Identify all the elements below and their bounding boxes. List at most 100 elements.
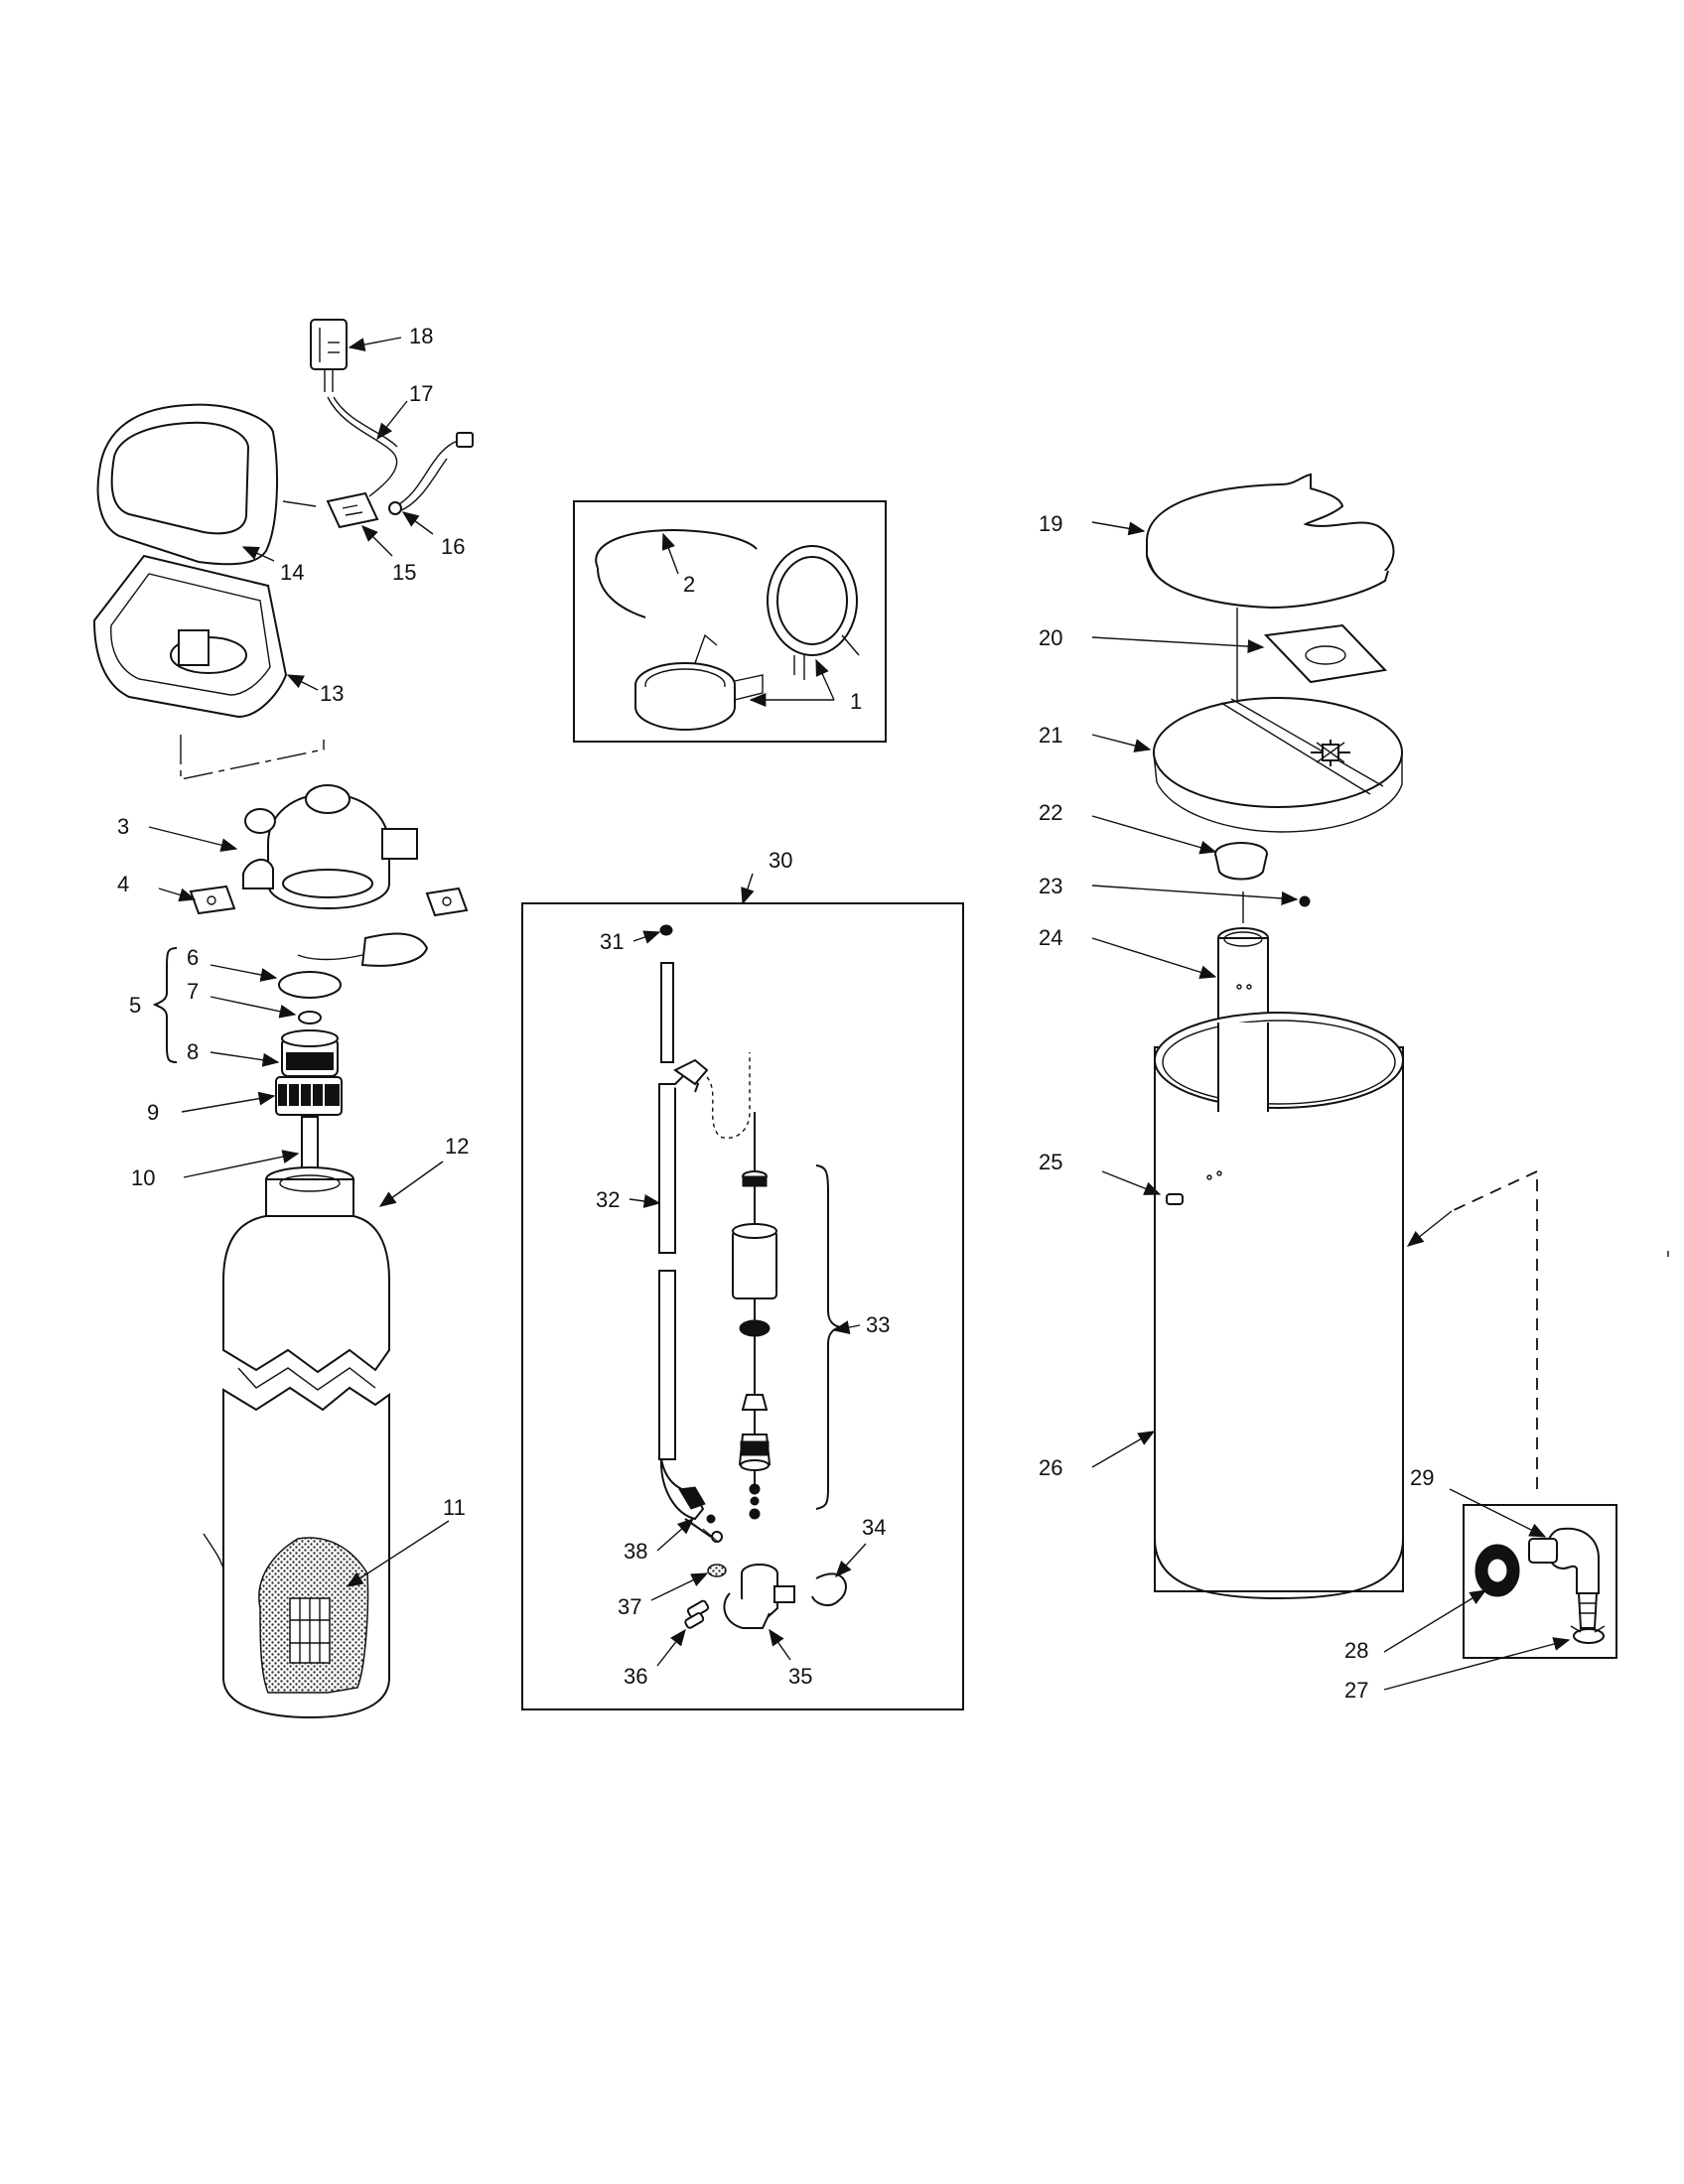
callout-6: 6 — [187, 945, 199, 970]
inset-box-seals — [573, 500, 887, 743]
flow-plug-part — [684, 1599, 710, 1629]
leader-19 — [1091, 521, 1146, 536]
callout-22: 22 — [1039, 800, 1062, 825]
tube-nut-part — [684, 1514, 723, 1543]
callout-33: 33 — [866, 1312, 890, 1337]
overflow-path-dashed — [1451, 1169, 1538, 1489]
salt-plate-part — [1153, 697, 1403, 833]
screen-part — [707, 1564, 727, 1577]
callout-11: 11 — [443, 1495, 466, 1520]
salt-storage-tank-part — [1154, 1012, 1404, 1600]
leader-23 — [1091, 885, 1299, 905]
callout-25: 25 — [1039, 1150, 1062, 1174]
clip-part-left — [189, 885, 236, 915]
leader-29 — [1449, 1488, 1547, 1538]
callout-38: 38 — [624, 1539, 647, 1564]
leader-22 — [1091, 815, 1217, 855]
valve-body-part — [242, 784, 418, 910]
cap-part — [659, 924, 673, 936]
o-ring-large-part — [278, 971, 342, 999]
leader-16 — [401, 511, 434, 535]
leader-24 — [1091, 937, 1217, 980]
circuit-board-part — [326, 491, 379, 529]
leader-30 — [741, 873, 755, 905]
overflow-elbow-part — [1528, 1527, 1600, 1629]
leader-38 — [656, 1518, 695, 1552]
leader-1b — [815, 658, 835, 701]
callout-12: 12 — [445, 1134, 469, 1159]
callout-7: 7 — [187, 979, 199, 1004]
leader-36 — [656, 1628, 686, 1667]
callout-9: 9 — [147, 1100, 159, 1125]
transformer-part — [310, 319, 348, 392]
leader-21 — [1091, 734, 1152, 752]
leader-31 — [632, 930, 661, 944]
callout-2: 2 — [683, 572, 695, 597]
callout-35: 35 — [788, 1664, 812, 1689]
brine-well-tube-part — [658, 962, 709, 1521]
leader-6 — [210, 964, 278, 982]
bracket-33 — [815, 1164, 841, 1510]
leader-12 — [378, 1160, 444, 1207]
salt-lid-part — [1146, 473, 1395, 610]
leader-13 — [286, 674, 319, 691]
leader-33 — [832, 1320, 861, 1334]
small-plug-part — [1299, 895, 1311, 907]
overflow-gasket-part — [1474, 1544, 1520, 1597]
callout-18: 18 — [409, 324, 433, 348]
callout-32: 32 — [596, 1187, 620, 1212]
leader-9 — [181, 1091, 276, 1113]
assembly-alignment-line — [180, 735, 325, 780]
callout-34: 34 — [862, 1515, 886, 1540]
leader-17 — [376, 400, 408, 441]
leader-7 — [210, 996, 297, 1019]
callout-16: 16 — [441, 534, 465, 559]
callout-24: 24 — [1039, 925, 1062, 950]
callout-30: 30 — [769, 848, 792, 873]
leader-20 — [1091, 636, 1265, 654]
leader-4 — [158, 887, 197, 902]
leader-32 — [629, 1194, 661, 1208]
resin-tank-part — [203, 1166, 390, 1719]
wire-harness-part — [327, 396, 474, 515]
callout-31: 31 — [600, 929, 624, 954]
hose-clamp-part — [1570, 1625, 1606, 1644]
bracket-5 — [152, 947, 178, 1063]
inset-box-overflow — [1463, 1504, 1617, 1659]
leader-8 — [210, 1051, 280, 1067]
callout-27: 27 — [1344, 1678, 1368, 1703]
seal-ring-parts — [634, 545, 860, 732]
callout-26: 26 — [1039, 1455, 1062, 1480]
leader-18 — [348, 337, 402, 351]
callout-23: 23 — [1039, 874, 1062, 898]
callout-19: 19 — [1039, 511, 1062, 536]
callout-17: 17 — [409, 381, 433, 406]
leader-37 — [650, 1572, 709, 1601]
leader-3 — [148, 826, 238, 853]
brine-seal-part — [595, 529, 758, 618]
callout-21: 21 — [1039, 723, 1062, 748]
brine-well-cap-part — [1214, 842, 1268, 881]
callout-28: 28 — [1344, 1638, 1368, 1663]
retaining-clip-part — [811, 1572, 847, 1606]
o-ring-small-part — [298, 1011, 322, 1024]
callout-13: 13 — [320, 681, 344, 706]
leader-15 — [361, 525, 393, 557]
leader-25 — [1101, 1170, 1162, 1195]
callout-10: 10 — [131, 1165, 155, 1190]
leader-27 — [1383, 1637, 1571, 1691]
tube-connector-dashed — [706, 1052, 751, 1139]
callout-29: 29 — [1410, 1465, 1434, 1490]
leader-11 — [346, 1520, 450, 1587]
callout-15: 15 — [392, 560, 416, 585]
leader-26 — [1091, 1431, 1156, 1468]
connector-14-15 — [282, 500, 317, 507]
callout-5: 5 — [129, 993, 141, 1018]
leader-10 — [183, 1150, 300, 1178]
float-assembly-part — [732, 1112, 777, 1520]
leader-28 — [1383, 1589, 1487, 1653]
leader-2 — [661, 532, 679, 575]
callout-4: 4 — [117, 872, 129, 896]
